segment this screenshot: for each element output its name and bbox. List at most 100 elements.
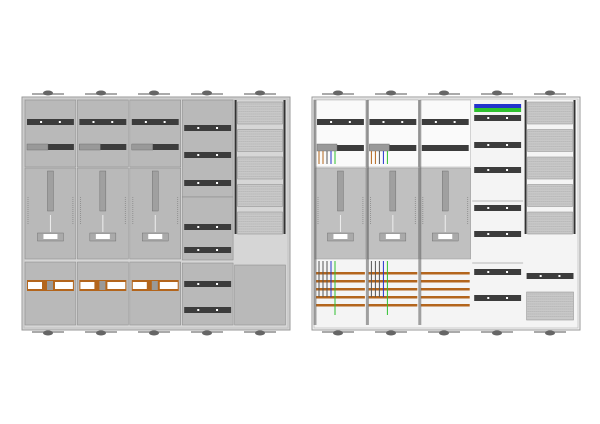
rail-cover — [181, 262, 234, 326]
rail-clip — [330, 121, 333, 123]
vertical-rail — [365, 100, 369, 325]
perforated-cover — [527, 211, 573, 235]
rail-clip — [216, 182, 219, 184]
din-rail — [184, 180, 232, 186]
mounting-screw — [545, 90, 555, 96]
rail-clip — [216, 226, 219, 228]
mounting-screw — [255, 90, 265, 96]
terminal-block — [316, 143, 338, 152]
busbar — [420, 296, 470, 299]
din-rail — [474, 167, 522, 173]
din-rail — [317, 119, 364, 125]
meter-slot — [47, 170, 54, 212]
busbar — [316, 280, 365, 283]
terminal-block — [369, 143, 390, 152]
vertical-rail — [283, 100, 286, 234]
rail-clip — [58, 121, 61, 123]
mounting-screw — [202, 90, 212, 96]
rail-clip — [506, 271, 509, 273]
busbar — [420, 272, 470, 275]
breaker-slot — [107, 282, 126, 289]
column-1 — [24, 99, 77, 326]
meter-clamp-window — [385, 234, 400, 239]
terminal-block — [131, 143, 154, 151]
cabinet-open-view — [311, 90, 581, 336]
din-rail — [184, 152, 232, 158]
mounting-screw — [333, 330, 343, 336]
meter-clamp-window — [148, 234, 163, 239]
din-rail — [369, 119, 417, 125]
din-rail — [27, 119, 74, 125]
rail-clip — [506, 297, 509, 299]
breaker-slot — [151, 281, 158, 290]
rail-clip — [453, 121, 456, 123]
meter-clamp-window — [43, 234, 58, 239]
lower-cover — [77, 261, 129, 326]
busbar — [316, 304, 365, 307]
busbar — [368, 280, 418, 283]
mounting-screw — [96, 90, 106, 96]
rail-clip — [487, 169, 490, 171]
rail-clip — [506, 117, 509, 119]
breaker-slot — [47, 281, 53, 290]
rail-clip — [539, 275, 542, 277]
rail-clip — [197, 154, 200, 156]
upper-cover — [24, 99, 77, 168]
rail-clip — [487, 233, 490, 235]
rail-clip — [111, 121, 114, 123]
rail-clip — [163, 121, 166, 123]
column-2 — [365, 99, 419, 325]
mounting-screw — [43, 90, 53, 96]
rail-clip — [197, 309, 200, 311]
rail-clip — [216, 283, 219, 285]
mounting-screw — [333, 90, 343, 96]
meter-clamp-window — [95, 234, 110, 239]
column-3 — [129, 99, 181, 326]
blank-cover — [234, 264, 286, 326]
breaker-slot — [132, 282, 147, 289]
vertical-rail — [573, 100, 576, 234]
rail-clip — [197, 226, 200, 228]
busbar — [420, 280, 470, 283]
din-rail — [184, 224, 232, 230]
perforated-cover — [527, 184, 573, 207]
rail-clip — [506, 207, 509, 209]
rail-clip — [506, 233, 509, 235]
mounting-screw — [545, 330, 555, 336]
din-rail — [474, 205, 522, 211]
rail-clip — [506, 144, 509, 146]
rail-clip — [216, 154, 219, 156]
column-5 — [234, 100, 286, 326]
mounting-screw — [492, 90, 502, 96]
busbar — [368, 296, 418, 299]
rail-clip — [216, 249, 219, 251]
din-rail — [131, 119, 179, 125]
vertical-rail — [524, 100, 527, 234]
rail-clip — [558, 275, 561, 277]
earth-terminal — [474, 108, 522, 112]
perforated-cover — [237, 211, 283, 235]
din-rail — [131, 144, 179, 150]
rail-clip — [487, 271, 490, 273]
mounting-screw — [492, 330, 502, 336]
din-rail — [526, 273, 574, 279]
din-rail — [474, 295, 522, 301]
cabinet-inner-frame — [23, 98, 289, 329]
breaker-slot — [159, 282, 178, 289]
rail-clip — [434, 121, 437, 123]
din-rail — [317, 145, 364, 151]
din-rail — [474, 142, 522, 148]
rail-clip — [216, 127, 219, 129]
perforated-cover — [527, 156, 573, 180]
column-5 — [524, 100, 576, 321]
rail-clip — [487, 207, 490, 209]
rail-clip — [197, 283, 200, 285]
breaker-slot — [99, 281, 106, 290]
din-rail — [474, 269, 522, 275]
mounting-screw — [255, 330, 265, 336]
column-3 — [418, 99, 471, 325]
rail-clip — [216, 309, 219, 311]
busbar — [368, 272, 418, 275]
breaker-slot — [55, 282, 73, 289]
rail-clip — [197, 182, 200, 184]
